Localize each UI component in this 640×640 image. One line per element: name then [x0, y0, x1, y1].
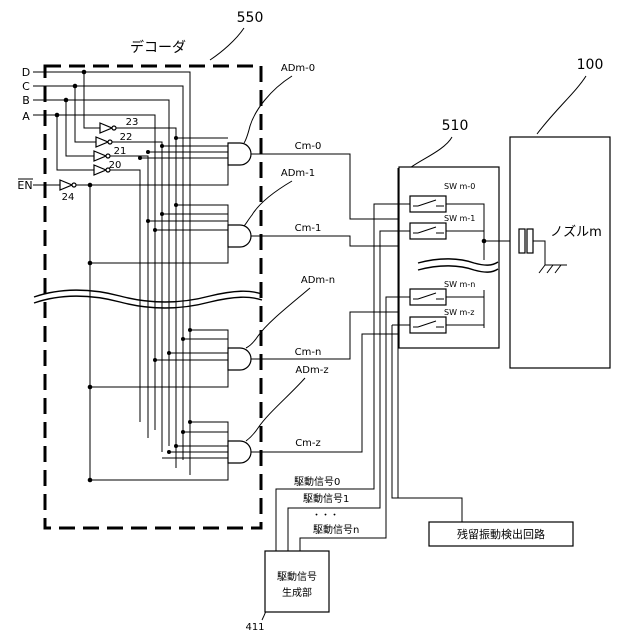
inverter-23-label: 23 [126, 117, 139, 128]
control-label-cm-z: Cm-z [295, 438, 321, 449]
and-gate-adm-z [228, 441, 251, 463]
adm-z-dot-2 [181, 430, 185, 434]
inverter-20 [94, 165, 140, 422]
switch-sw-m-1 [410, 223, 446, 239]
and-leader-adm-n [246, 288, 310, 348]
decoder-ref-leader [210, 28, 244, 60]
generator-label-line2: 生成部 [282, 586, 312, 599]
inverter-24 [60, 180, 76, 190]
inverter-21-label: 21 [114, 146, 127, 157]
and-label-adm-0: ADm-0 [281, 63, 315, 74]
switch-label-sw-m-1: SW m-1 [444, 214, 475, 223]
adm-n-dot-3 [167, 351, 171, 355]
switch-ref-leader [410, 137, 452, 168]
adm-n-dot-4 [153, 358, 157, 362]
adm-1-dot-1 [174, 203, 178, 207]
switch-sw-m-n [410, 289, 446, 305]
adm-1-dot-3 [146, 219, 150, 223]
adm-n-dot-1 [188, 328, 192, 332]
switch-sw-m-0 [410, 196, 446, 212]
input-label-d: D [22, 66, 30, 79]
adm-0-dot-2 [160, 144, 164, 148]
inverter-20-label: 20 [109, 160, 122, 171]
adm-z-inputs [90, 422, 228, 480]
drive-signal-label-1: 駆動信号1 [303, 492, 349, 505]
inverter-22 [96, 137, 162, 452]
adm-z-dot-4 [167, 450, 171, 454]
wire-enable-out [76, 185, 90, 480]
adm-0-dot-1 [174, 136, 178, 140]
wire-a [33, 115, 155, 430]
wire-cm-z [251, 334, 420, 452]
adm-0-dot-4 [138, 156, 142, 160]
and-leader-adm-0 [244, 76, 292, 143]
and-label-adm-z: ADm-z [295, 365, 328, 376]
head-ref-leader [537, 76, 586, 134]
input-label-b: B [22, 94, 30, 107]
adm-n-dot-2 [181, 337, 185, 341]
and-leader-adm-z [246, 378, 305, 441]
and-gate-adm-1 [228, 225, 251, 247]
decoder-ref-number: 550 [237, 10, 264, 26]
control-label-cm-n: Cm-n [295, 347, 322, 358]
input-label-c: C [22, 80, 30, 93]
adm-1-inputs [90, 205, 228, 263]
wire-cm-1 [251, 236, 420, 246]
detector-label: 残留振動検出回路 [457, 527, 545, 541]
switch-sw-m-z [410, 317, 446, 333]
decoder-title: デコーダ [130, 39, 186, 56]
drive-signal-label-0: 駆動信号0 [294, 475, 340, 488]
nozzle-label: ノズルm [550, 224, 602, 240]
and-gate-adm-n [228, 348, 251, 370]
inverter-22-label: 22 [120, 132, 133, 143]
adm-1-dot-2 [160, 212, 164, 216]
switch-label-sw-m-n: SW m-n [444, 280, 475, 289]
adm-n-inputs [90, 330, 228, 387]
generator-label-line1: 駆動信号 [277, 570, 317, 583]
enable-label: EN [17, 179, 32, 192]
inverter-23 [100, 123, 176, 468]
wire-cm-0 [251, 154, 410, 219]
switch-ref-number: 510 [442, 118, 469, 134]
drive-signal-label-n: 駆動信号n [313, 523, 359, 536]
control-label-cm-0: Cm-0 [295, 141, 322, 152]
drive-signal-ellipsis: ・・・ [312, 511, 339, 521]
head-ref-number: 100 [577, 57, 604, 73]
switch-label-sw-m-0: SW m-0 [444, 182, 475, 191]
and-label-adm-n: ADm-n [301, 275, 335, 286]
adm-z-dot-3 [174, 444, 178, 448]
generator-ref-number: 411 [245, 622, 264, 633]
control-label-cm-1: Cm-1 [295, 223, 322, 234]
input-label-a: A [22, 110, 30, 123]
branch-c [75, 86, 96, 142]
inverter-24-label: 24 [62, 192, 75, 203]
and-leader-adm-1 [244, 181, 292, 226]
and-gate-adm-0 [228, 143, 251, 165]
adm-z-dot-1 [188, 420, 192, 424]
drive-wire-z [392, 325, 410, 498]
adm-1-dot-4 [153, 228, 157, 232]
adm-0-dot-3 [146, 150, 150, 154]
and-label-adm-1: ADm-1 [281, 168, 315, 179]
switch-label-sw-m-z: SW m-z [444, 308, 474, 317]
